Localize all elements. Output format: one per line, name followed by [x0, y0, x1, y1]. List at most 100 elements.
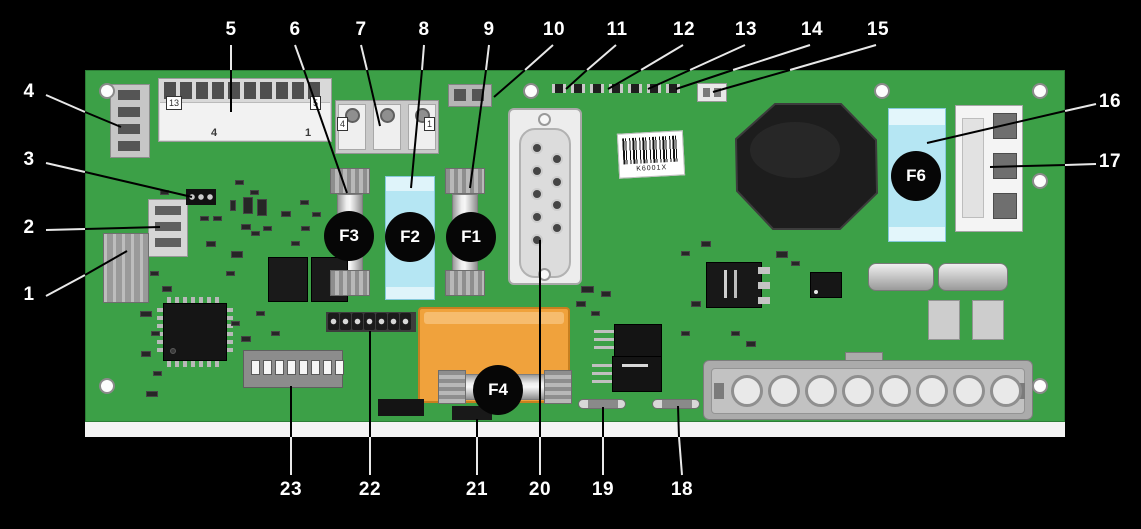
- smd-component: [301, 226, 310, 231]
- regulator-pad: [758, 297, 770, 304]
- header-pin: [340, 313, 351, 330]
- smd-component: [241, 224, 251, 230]
- smd-component: [241, 336, 251, 342]
- header-pin: [388, 313, 399, 330]
- smd-component: [701, 241, 711, 247]
- callout-line-12-outer: [640, 44, 684, 71]
- terminal-b-label-4: 4: [337, 117, 349, 131]
- transistor-lead: [592, 364, 612, 367]
- small-connector-gray-slot: [472, 89, 484, 101]
- callout-number-13: 13: [734, 19, 758, 40]
- fuse-holder-f1-cap-top: [445, 168, 485, 194]
- db9-pin-hole: [531, 234, 543, 246]
- header-pin: [328, 313, 339, 330]
- relay-contact: [993, 193, 1017, 219]
- capacitor: [938, 263, 1008, 291]
- callout-line-9-outer: [485, 44, 490, 71]
- dip-switch-actuator: [251, 360, 260, 375]
- callout-number-16: 16: [1098, 91, 1122, 112]
- terminal-block-a-face: [160, 102, 330, 140]
- mounting-hole: [1032, 378, 1048, 394]
- terminal-a-pin: [196, 82, 208, 99]
- callout-number-8: 8: [418, 19, 430, 40]
- smd-component: [746, 341, 756, 347]
- callout-line-8-outer: [421, 44, 425, 71]
- dip-switch-actuator: [311, 360, 320, 375]
- db9-pin-hole: [531, 165, 543, 177]
- smd-component: [162, 286, 172, 292]
- edge-connector-hole: [842, 375, 874, 407]
- mounting-hole: [874, 83, 890, 99]
- mounting-hole: [99, 378, 115, 394]
- small-connector-gray-slot: [454, 89, 466, 101]
- edge-connector-hole: [768, 375, 800, 407]
- fuse-holder-f1-cap-bottom: [445, 270, 485, 296]
- barcode-text: K6001X: [636, 164, 668, 173]
- smd-component: [647, 84, 661, 93]
- callout-number-3: 3: [23, 149, 35, 170]
- fuse-badge-F1: F1: [446, 212, 496, 262]
- barcode-label: K6001X: [616, 130, 686, 179]
- db9-pin-hole: [531, 142, 543, 154]
- callout-number-14: 14: [800, 19, 824, 40]
- connector-4pin-slots: [118, 90, 140, 154]
- transformer-sheen: [424, 312, 564, 324]
- jumper-block: [186, 189, 216, 205]
- smd-component: [291, 241, 300, 246]
- relay-contact: [993, 153, 1017, 179]
- edge-connector-hole: [990, 375, 1022, 407]
- smd-component: [571, 84, 585, 93]
- callout-number-10: 10: [542, 19, 566, 40]
- callout-number-9: 9: [483, 19, 495, 40]
- smd-component: [235, 180, 244, 185]
- small-ic-dot: [814, 290, 818, 294]
- edge-connector-hole: [805, 375, 837, 407]
- terminal-b-label-1: 1: [424, 117, 436, 131]
- fuse-badge-F4: F4: [473, 365, 523, 415]
- callout-number-23: 23: [279, 479, 303, 500]
- small-ic: [810, 272, 842, 298]
- edge-connector-hole: [953, 375, 985, 407]
- terminal-a-pin: [228, 82, 240, 99]
- fuse-badge-F2: F2: [385, 212, 435, 262]
- smd-component: [271, 331, 280, 336]
- header-pin: [352, 313, 363, 330]
- smd-component: [206, 241, 216, 247]
- terminal-a-pin: [260, 82, 272, 99]
- mounting-hole: [523, 83, 539, 99]
- pcb-board-edge: [85, 422, 1065, 437]
- terminal-a-pin: [276, 82, 288, 99]
- terminal-a-pin: [212, 82, 224, 99]
- resistor-block: [972, 300, 1004, 340]
- callout-line-14-outer: [732, 44, 811, 71]
- db9-pin-hole: [551, 176, 563, 188]
- callout-number-21: 21: [465, 479, 489, 500]
- smd-component: [300, 200, 309, 205]
- callout-line-4-outer: [45, 94, 86, 113]
- callout-line-7-outer: [360, 44, 368, 71]
- db9-connector-dshape: [519, 128, 571, 278]
- callout-line-3-outer: [45, 162, 86, 173]
- dip-switch-actuator: [335, 360, 344, 375]
- mounting-hole: [1032, 173, 1048, 189]
- callout-number-18: 18: [670, 479, 694, 500]
- smd-component: [281, 211, 291, 217]
- connector-left-low: [103, 233, 149, 303]
- smd-component: [609, 84, 623, 93]
- callout-number-2: 2: [23, 217, 35, 238]
- small-connector-white-pin: [714, 88, 721, 97]
- transistor-lead: [594, 346, 614, 349]
- fuse-holder-f4-cap-left: [438, 370, 466, 404]
- callout-line-13-outer: [689, 44, 746, 71]
- power-transistor: [614, 324, 662, 358]
- smd-component: [312, 212, 321, 217]
- callout-number-15: 15: [866, 19, 890, 40]
- db9-pin-hole: [531, 188, 543, 200]
- smd-component: [226, 271, 235, 276]
- callout-line-1-outer: [45, 274, 86, 297]
- smd-component: [231, 251, 243, 258]
- mcu-pins-bottom: [167, 360, 223, 367]
- fuse-badge-F6: F6: [891, 151, 941, 201]
- db9-pin-hole: [551, 222, 563, 234]
- mcu-dot: [170, 348, 176, 354]
